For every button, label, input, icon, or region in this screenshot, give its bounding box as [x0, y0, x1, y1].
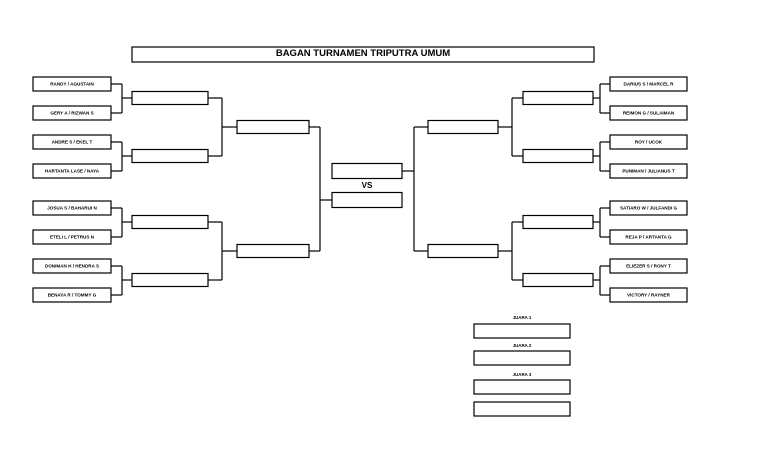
left-team-5-label: JOSUA S / BAHARUI N — [47, 206, 97, 211]
left-semi-slot-2-frame — [236, 243, 310, 259]
left-semi-slot-2[interactable] — [236, 243, 310, 259]
podium-slot-3[interactable] — [473, 379, 571, 395]
right-semi-slot-1-frame — [427, 119, 499, 135]
bracket-title[interactable]: BAGAN TURNAMEN TRIPUTRA UMUM — [131, 46, 595, 63]
podium-slot-1[interactable] — [473, 323, 571, 339]
right-round2-slot-2-frame — [522, 148, 594, 164]
left-round2-slot-1-frame — [131, 90, 209, 106]
podium-slot-3-frame — [473, 379, 571, 395]
right-team-2-label: REIMON G / SULAIMAN — [623, 111, 675, 116]
final-slot-2[interactable] — [331, 191, 403, 209]
podium-label-1: JUARA 1 — [513, 315, 532, 320]
right-semi-slot-2[interactable] — [427, 243, 499, 259]
vs-label: VS — [362, 181, 373, 190]
left-round2-slot-2[interactable] — [131, 148, 209, 164]
left-team-4-frame — [32, 163, 112, 179]
right-round2-slot-4-frame — [522, 272, 594, 288]
left-team-3[interactable]: ANDRE S / EKEL T — [32, 134, 112, 150]
bracket-lines — [111, 83, 610, 296]
left-team-6[interactable]: ETELI L / PETRUS N — [32, 229, 112, 245]
right-team-4-frame — [609, 163, 688, 179]
left-team-4[interactable]: HARTANTA LASE / NAYA — [32, 163, 112, 179]
podium-slot-4-frame — [473, 401, 571, 417]
right-team-8-frame — [609, 287, 688, 303]
left-team-1-frame — [32, 76, 112, 92]
right-team-5[interactable]: SATIARO W / JULFANDI G — [609, 200, 688, 216]
podium-slot-4[interactable] — [473, 401, 571, 417]
right-team-8-label: VICTORY / RAYNER — [627, 293, 671, 298]
left-team-2-label: GERY A / RIZWAN S — [50, 111, 93, 116]
left-team-3-label: ANDRE S / EKEL T — [52, 140, 93, 145]
podium-label-2: JUARA 2 — [513, 343, 532, 348]
left-round2-slot-1[interactable] — [131, 90, 209, 106]
right-team-7-label: ELIEZER S / RONY T — [626, 264, 671, 269]
right-team-6-label: REJA P / ARTANTA G — [625, 235, 672, 240]
podium-slot-2[interactable] — [473, 350, 571, 366]
left-round2-slot-3[interactable] — [131, 214, 209, 230]
left-round2-slot-4-frame — [131, 272, 209, 288]
right-team-7-frame — [609, 258, 688, 274]
final-slot-1-frame — [331, 162, 403, 180]
right-team-1[interactable]: DARIUS S / MARCEL R — [609, 76, 688, 92]
right-round2-slot-1[interactable] — [522, 90, 594, 106]
left-semi-slot-1-frame — [236, 119, 310, 135]
left-team-4-label: HARTANTA LASE / NAYA — [45, 169, 100, 174]
right-team-1-frame — [609, 76, 688, 92]
right-team-4-label: PUNIMAN / JULIANUS T — [622, 169, 675, 174]
right-round2-slot-2[interactable] — [522, 148, 594, 164]
right-team-2-frame — [609, 105, 688, 121]
left-team-2[interactable]: GERY A / RIZWAN S — [32, 105, 112, 121]
right-team-5-frame — [609, 200, 688, 216]
right-team-1-label: DARIUS S / MARCEL R — [624, 82, 675, 87]
left-round2-slot-3-frame — [131, 214, 209, 230]
right-team-4[interactable]: PUNIMAN / JULIANUS T — [609, 163, 688, 179]
right-team-8[interactable]: VICTORY / RAYNER — [609, 287, 688, 303]
right-round2-slot-4[interactable] — [522, 272, 594, 288]
left-semi-slot-1[interactable] — [236, 119, 310, 135]
left-team-5[interactable]: JOSUA S / BAHARUI N — [32, 200, 112, 216]
podium-label-3: JUARA 3 — [513, 372, 532, 377]
right-round2-slot-3[interactable] — [522, 214, 594, 230]
right-semi-slot-1[interactable] — [427, 119, 499, 135]
final-slot-2-frame — [331, 191, 403, 209]
left-team-2-frame — [32, 105, 112, 121]
left-team-7-frame — [32, 258, 112, 274]
left-team-8[interactable]: BENAYA R / TOMMY G — [32, 287, 112, 303]
right-team-5-label: SATIARO W / JULFANDI G — [620, 206, 678, 211]
bracket-title-frame — [131, 46, 595, 63]
bracket-boxes: BAGAN TURNAMEN TRIPUTRA UMUM RANDY / AGUS… — [32, 46, 688, 417]
right-team-3-label: ROY / UCOK — [635, 140, 663, 145]
podium-slot-1-frame — [473, 323, 571, 339]
left-team-1-label: RANDY / AGUSTAIN — [50, 82, 94, 87]
left-team-8-label: BENAYA R / TOMMY G — [48, 293, 97, 298]
left-team-1[interactable]: RANDY / AGUSTAIN — [32, 76, 112, 92]
left-team-6-label: ETELI L / PETRUS N — [50, 235, 95, 240]
left-round2-slot-2-frame — [131, 148, 209, 164]
podium-slot-2-frame — [473, 350, 571, 366]
right-team-6[interactable]: REJA P / ARTANTA G — [609, 229, 688, 245]
left-team-7-label: DONIMAN H / HENDRA S — [45, 264, 99, 269]
left-team-3-frame — [32, 134, 112, 150]
left-team-5-frame — [32, 200, 112, 216]
bracket-title-label: BAGAN TURNAMEN TRIPUTRA UMUM — [276, 48, 450, 59]
left-round2-slot-4[interactable] — [131, 272, 209, 288]
final-slot-1[interactable] — [331, 162, 403, 180]
right-team-6-frame — [609, 229, 688, 245]
right-team-3[interactable]: ROY / UCOK — [609, 134, 688, 150]
right-team-3-frame — [609, 134, 688, 150]
right-round2-slot-1-frame — [522, 90, 594, 106]
right-team-7[interactable]: ELIEZER S / RONY T — [609, 258, 688, 274]
right-team-2[interactable]: REIMON G / SULAIMAN — [609, 105, 688, 121]
right-round2-slot-3-frame — [522, 214, 594, 230]
right-semi-slot-2-frame — [427, 243, 499, 259]
left-team-6-frame — [32, 229, 112, 245]
left-team-8-frame — [32, 287, 112, 303]
left-team-7[interactable]: DONIMAN H / HENDRA S — [32, 258, 112, 274]
